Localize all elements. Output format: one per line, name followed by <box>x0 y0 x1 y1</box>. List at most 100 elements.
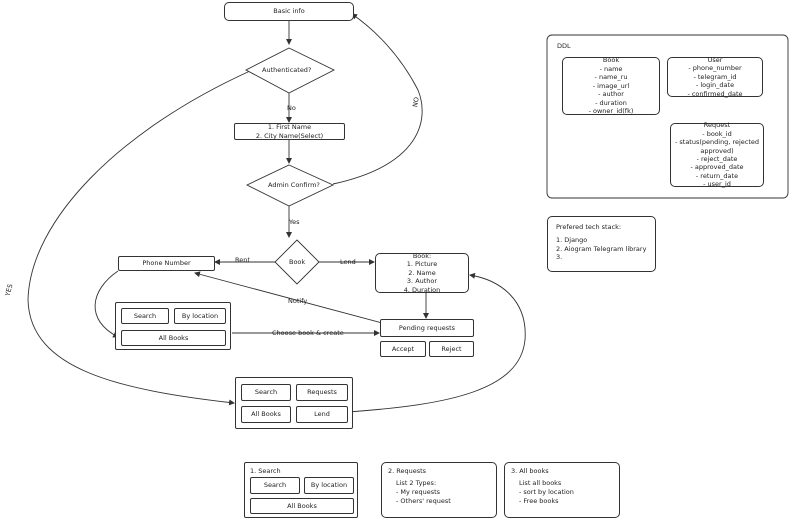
main-menu-box: Search Requests All Books Lend <box>235 377 353 429</box>
note-search-box: 1. Search Search By location All Books <box>244 462 358 518</box>
no-label-1: No <box>287 104 296 112</box>
ddl-book-field: - name_ru <box>594 73 628 82</box>
admin-confirm-label: Admin Confirm? <box>268 181 320 189</box>
lend-book-box: Book: 1. Picture 2. Name 3. Author 4. Du… <box>375 251 469 294</box>
name-form-line-1: 1. First Name <box>267 123 312 132</box>
menu-lend-button[interactable]: Lend <box>296 406 348 423</box>
admin-confirm-diamond <box>245 164 335 207</box>
phone-number-box: Phone Number <box>118 256 215 271</box>
ddl-user-field: - login_date <box>695 81 735 90</box>
name-form-line-2: 2. City Name(Select) <box>255 131 324 140</box>
note-requests-line: List 2 Types: <box>396 479 437 487</box>
ddl-book-field: - duration <box>595 98 627 107</box>
tech-stack-box: Prefered tech stack: 1. Django 2. Aiogra… <box>547 216 656 272</box>
ddl-frame <box>546 34 789 199</box>
ddl-request-field: - return_date <box>695 171 739 180</box>
ddl-book-field: - name <box>599 64 623 73</box>
by-location-button-label: By location <box>181 311 219 320</box>
pending-requests-label: Pending requests <box>398 323 456 332</box>
choose-book-label: Choose book & create <box>272 329 344 337</box>
note-by-location-button[interactable]: By location <box>304 477 354 494</box>
all-books-button-label: All Books <box>158 333 189 342</box>
tech-stack-title: Prefered tech stack: <box>556 223 622 231</box>
reject-button-label: Reject <box>441 344 462 353</box>
tech-stack-item: 2. Aiogram Telegram library <box>556 244 647 253</box>
search-button-label: Search <box>133 311 157 320</box>
note-all-books-line: List all books <box>519 479 562 487</box>
accept-button[interactable]: Accept <box>380 341 426 357</box>
pending-requests-box: Pending requests <box>380 319 474 337</box>
lend-box-line-2: 1. Picture <box>406 260 438 269</box>
note-search-title: 1. Search <box>250 467 281 475</box>
ddl-book-field: - author <box>598 90 624 99</box>
note-all-books-line: - sort by location <box>519 488 574 496</box>
all-books-button[interactable]: All Books <box>121 330 226 346</box>
note-all-books-line: - Free books <box>519 497 559 505</box>
yes-label: Yes <box>289 218 300 226</box>
note-search-button[interactable]: Search <box>250 477 300 494</box>
notify-label: Notify <box>288 297 308 305</box>
arrow-auth-yes-to-menu <box>27 70 251 406</box>
authenticated-label: Authenticated? <box>262 66 312 74</box>
ddl-user-field: - confirmed_date <box>687 89 743 98</box>
ddl-user-table: User - phone_number - telegram_id - logi… <box>667 56 763 98</box>
menu-requests-label: Requests <box>307 388 337 397</box>
arrow-pending-to-phone <box>194 271 383 324</box>
ddl-user-field: - telegram_id <box>693 72 737 81</box>
tech-stack-item: 1. Django <box>556 236 588 245</box>
search-button[interactable]: Search <box>121 308 169 324</box>
ddl-request-field: - approved_date <box>690 163 744 172</box>
by-location-button[interactable]: By location <box>174 308 226 324</box>
authenticated-diamond <box>245 47 336 94</box>
arrow-phone-to-search <box>94 270 119 338</box>
basic-info-box: Basic info <box>224 2 354 21</box>
ddl-user-field: - phone_number <box>688 64 742 73</box>
ddl-request-table: Request - book_id - status(pending, reje… <box>670 121 764 189</box>
name-form-box: 1. First Name 2. City Name(Select) <box>234 123 345 140</box>
ddl-book-title: Book <box>602 56 620 65</box>
note-requests-line: - My requests <box>396 488 441 496</box>
note-by-location-button-label: By location <box>310 481 348 490</box>
book-decision-diamond <box>274 239 320 285</box>
ddl-book-table: Book - name - name_ru - image_url - auth… <box>562 56 660 116</box>
ddl-book-field: - owner_id(fk) <box>588 107 634 116</box>
lend-box-line-1: Book: <box>412 251 432 260</box>
menu-search-button[interactable]: Search <box>241 384 291 401</box>
note-all-books-button-label: All Books <box>287 501 317 510</box>
ddl-book-field: - image_url <box>592 81 630 90</box>
note-requests-box: 2. Requests List 2 Types: - My requests … <box>381 462 497 518</box>
rent-label: Rent <box>235 256 250 264</box>
note-requests-line: - Others' request <box>396 497 451 505</box>
basic-info-label: Basic info <box>273 7 305 16</box>
note-all-books-button[interactable]: All Books <box>250 498 354 514</box>
menu-all-books-button[interactable]: All Books <box>241 406 291 423</box>
lend-box-line-5: 4. Duration <box>403 285 441 294</box>
tech-stack-item: 3. <box>556 253 563 262</box>
reject-button[interactable]: Reject <box>429 341 474 357</box>
lend-label: Lend <box>340 258 356 266</box>
menu-lend-label: Lend <box>314 410 330 419</box>
arrow-admin-no-loop <box>332 13 423 185</box>
no-label-2: NO <box>411 96 421 108</box>
arrow-menu-lend-to-lendbox <box>346 272 526 413</box>
accept-button-label: Accept <box>391 344 415 353</box>
note-all-books-box: 3. All books List all books - sort by lo… <box>504 462 620 518</box>
phone-number-label: Phone Number <box>142 259 191 268</box>
ddl-request-field: - reject_date <box>696 155 738 163</box>
ddl-title: DDL <box>557 42 571 50</box>
note-search-button-label: Search <box>263 481 287 490</box>
note-requests-title: 2. Requests <box>388 467 427 475</box>
menu-requests-button[interactable]: Requests <box>296 384 348 401</box>
menu-all-books-label: All Books <box>251 410 281 419</box>
note-all-books-title: 3. All books <box>511 467 549 475</box>
ddl-request-field: - user_id <box>703 180 731 189</box>
menu-search-label: Search <box>254 388 278 397</box>
ddl-request-field: approved) <box>700 146 734 155</box>
ddl-request-title: Request <box>703 121 731 130</box>
search-group-box: Search By location All Books <box>115 302 231 350</box>
ddl-request-field: - status(pending, rejected <box>674 138 760 147</box>
ddl-request-field: - book_id <box>702 129 732 138</box>
lend-box-line-4: 3. Author <box>406 277 438 286</box>
lend-box-line-3: 2. Name <box>408 268 436 277</box>
